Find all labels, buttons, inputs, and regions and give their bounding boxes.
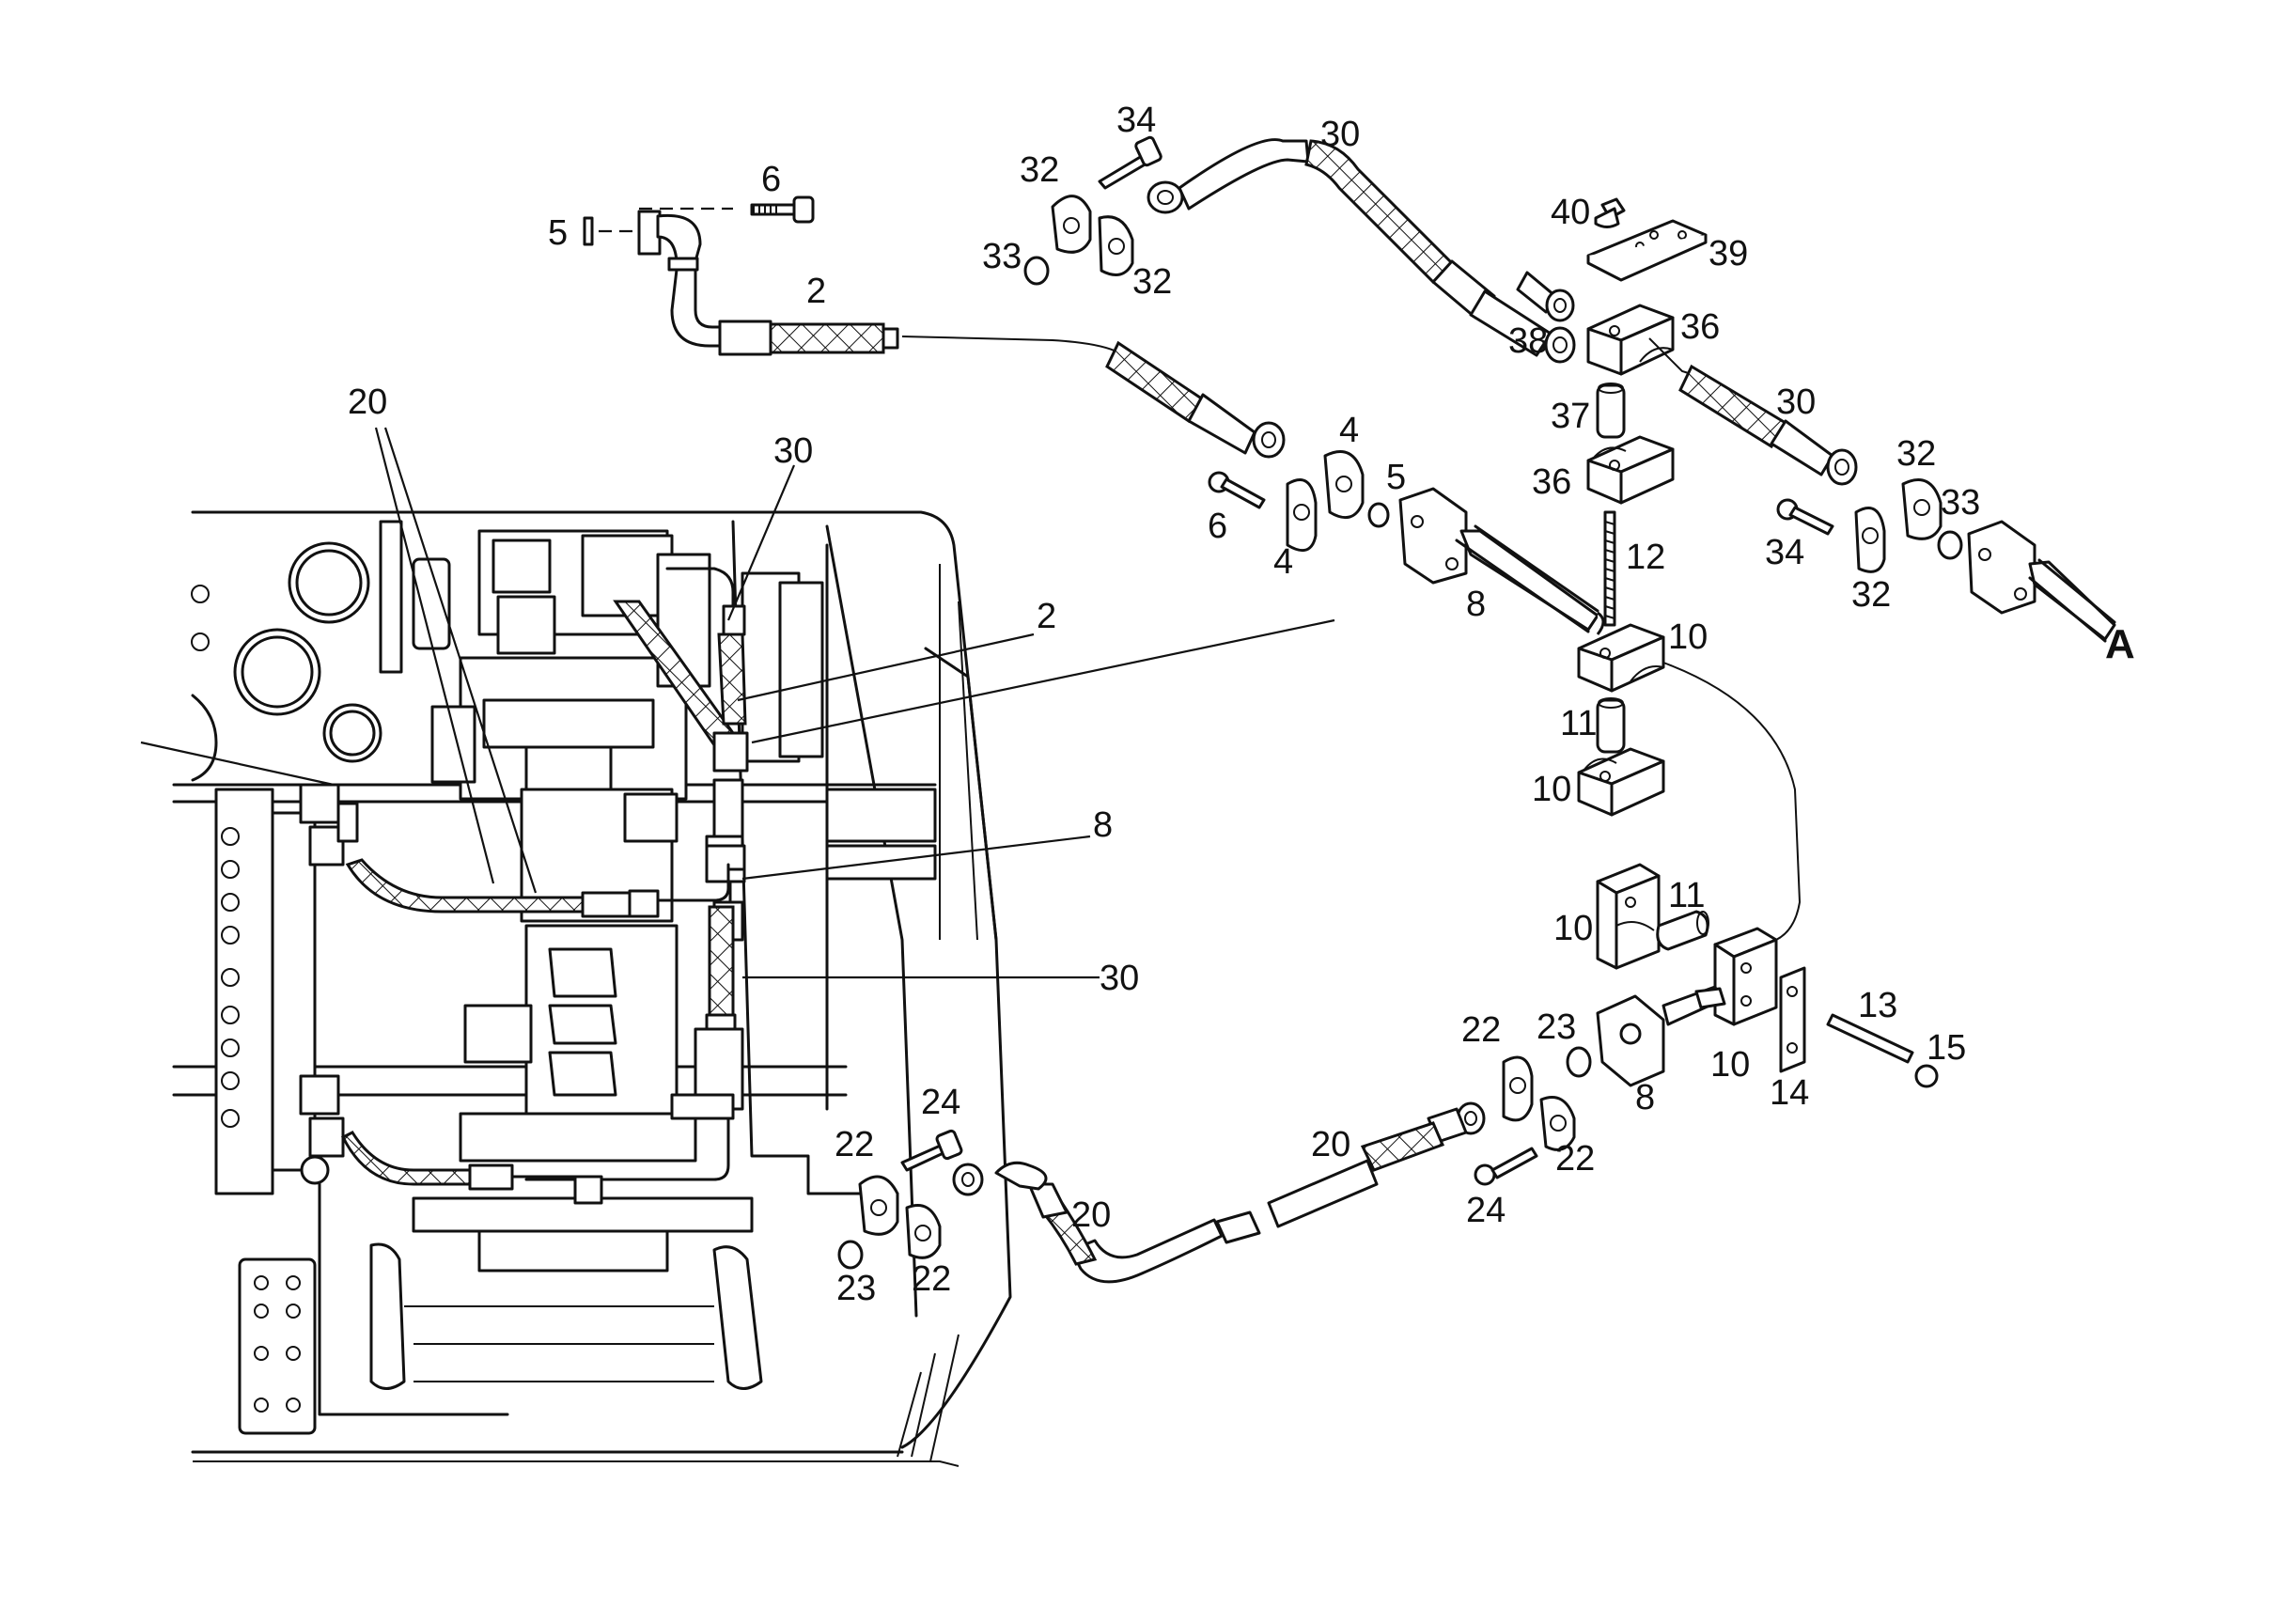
- label-40: 40: [1551, 193, 1590, 232]
- label-23: 23: [836, 1269, 876, 1308]
- label-20: 20: [1311, 1125, 1350, 1164]
- label-22: 22: [912, 1259, 951, 1299]
- label-2: 2: [806, 272, 826, 311]
- hose-30-top-assembly: [1023, 135, 1576, 364]
- label-33: 33: [1941, 483, 1980, 523]
- label-22: 22: [835, 1125, 874, 1164]
- label-34: 34: [1765, 533, 1804, 572]
- label-32: 32: [1851, 575, 1891, 615]
- clamp-block-top: [1577, 197, 1708, 817]
- label-22: 22: [1461, 1010, 1501, 1050]
- hose-2-continuation-line: [901, 336, 1119, 353]
- label-8: 8: [1093, 805, 1113, 845]
- label-5: 5: [1386, 458, 1406, 497]
- hose-2-upper-assembly: [583, 195, 899, 356]
- label-37: 37: [1551, 397, 1590, 436]
- engine-valve-block: [412, 529, 824, 1163]
- callout-labels: 5 6 2 20 30 2 8 30 34 32 33 32 30 40 39 …: [348, 101, 2135, 1308]
- label-11: 11: [1560, 704, 1597, 743]
- label-10: 10: [1668, 617, 1708, 657]
- hose-2-lower-assembly: [1105, 340, 1605, 635]
- hose-30-right-assembly: [1648, 337, 2116, 643]
- label-6: 6: [1208, 507, 1227, 546]
- label-38: 38: [1508, 321, 1548, 361]
- label-10: 10: [1532, 770, 1571, 809]
- label-4: 4: [1339, 411, 1359, 450]
- lower-clamp-assembly: [1474, 863, 1939, 1186]
- label-39: 39: [1708, 234, 1748, 273]
- label-8: 8: [1466, 585, 1486, 624]
- clamp-link-line: [1662, 662, 1802, 941]
- label-30: 30: [1320, 115, 1360, 154]
- label-23: 23: [1537, 1007, 1576, 1047]
- label-A: A: [2105, 621, 2135, 667]
- label-4: 4: [1273, 542, 1293, 582]
- label-30: 30: [1100, 959, 1139, 998]
- label-10: 10: [1710, 1045, 1750, 1085]
- label-2: 2: [1037, 597, 1056, 636]
- label-11: 11: [1668, 876, 1705, 915]
- label-32: 32: [1020, 150, 1059, 190]
- label-24: 24: [921, 1083, 960, 1122]
- label-15: 15: [1927, 1028, 1966, 1068]
- leader-lines: [140, 427, 1335, 979]
- label-13: 13: [1858, 986, 1897, 1025]
- label-34: 34: [1116, 101, 1156, 140]
- hose-20-lower-assembly: [837, 1101, 1486, 1284]
- label-33: 33: [982, 237, 1022, 276]
- label-14: 14: [1770, 1073, 1809, 1113]
- label-36: 36: [1680, 307, 1720, 347]
- label-6: 6: [761, 160, 781, 199]
- label-30: 30: [1776, 383, 1816, 422]
- label-36: 36: [1532, 462, 1571, 502]
- fitting-38: [1516, 271, 1575, 322]
- label-20: 20: [348, 383, 387, 422]
- label-10: 10: [1553, 909, 1593, 948]
- label-20: 20: [1071, 1195, 1111, 1235]
- label-22: 22: [1555, 1139, 1595, 1179]
- label-5: 5: [548, 213, 568, 253]
- label-24: 24: [1466, 1191, 1506, 1230]
- label-8: 8: [1635, 1078, 1655, 1117]
- installed-hoses: [299, 567, 749, 1205]
- label-12: 12: [1626, 538, 1665, 577]
- label-32: 32: [1132, 262, 1172, 302]
- label-32: 32: [1896, 434, 1936, 474]
- label-30: 30: [773, 431, 813, 471]
